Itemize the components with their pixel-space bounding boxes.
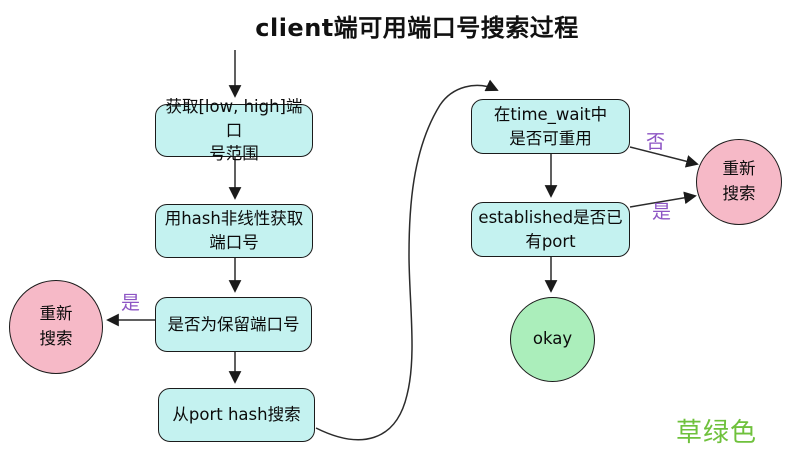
edge-label-reserved-yes: 是 <box>121 292 141 314</box>
terminal-retry-left: 重新 搜索 <box>9 280 103 374</box>
edge-timewait-no-to-retry-right <box>629 146 699 168</box>
edge-porthash-to-timewait <box>315 79 499 441</box>
edge-label-timewait-no: 否 <box>646 131 666 153</box>
edge-established-yes-to-retry-right <box>629 191 697 208</box>
terminal-okay: okay <box>510 297 595 382</box>
node-timewait-reusable: 在time_wait中 是否可重用 <box>471 99 630 154</box>
terminal-retry-right: 重新 搜索 <box>696 139 782 225</box>
page-title: client端可用端口号搜索过程 <box>255 14 579 42</box>
node-hash-nonlinear: 用hash非线性获取 端口号 <box>155 204 313 258</box>
watermark-text: 草绿色 <box>676 418 758 448</box>
edge-label-established-yes: 是 <box>652 201 672 223</box>
node-get-port-range: 获取[low, high]端口 号范围 <box>155 97 313 163</box>
node-established-has-port: established是否已 有port <box>471 202 630 257</box>
node-port-hash-search: 从port hash搜索 <box>158 388 315 442</box>
node-is-reserved-port: 是否为保留端口号 <box>155 297 312 352</box>
